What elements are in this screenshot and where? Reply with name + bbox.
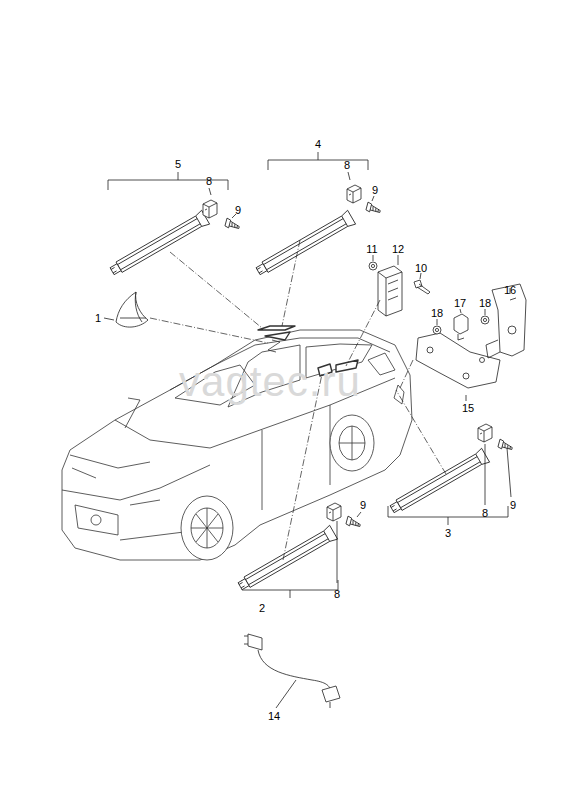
callout-number: 11 [366,244,377,255]
callout-number: 8 [206,176,212,187]
callout-number: 9 [510,500,516,511]
callout-number: 9 [360,500,366,511]
callout-number: 8 [344,160,350,171]
callout-number: 14 [268,711,280,722]
callout-number: 4 [315,139,321,150]
callout-number: 10 [415,263,427,274]
callout-number: 9 [372,185,378,196]
callout-number: 15 [462,403,474,414]
callout-number: 18 [479,298,491,309]
callout-number: 5 [175,159,181,170]
callout-number: 8 [482,508,488,519]
watermark: vagtec.ru [179,361,361,403]
callout-number: 8 [334,589,340,600]
callout-number: 9 [235,205,241,216]
callout-number: 2 [259,603,265,614]
callout-number: 18 [431,308,443,319]
callout-number: 17 [454,298,466,309]
callout-number: 1 [95,313,101,324]
callout-number: 16 [504,285,516,296]
callout-number: 3 [445,528,451,539]
callout-number: 12 [392,244,404,255]
